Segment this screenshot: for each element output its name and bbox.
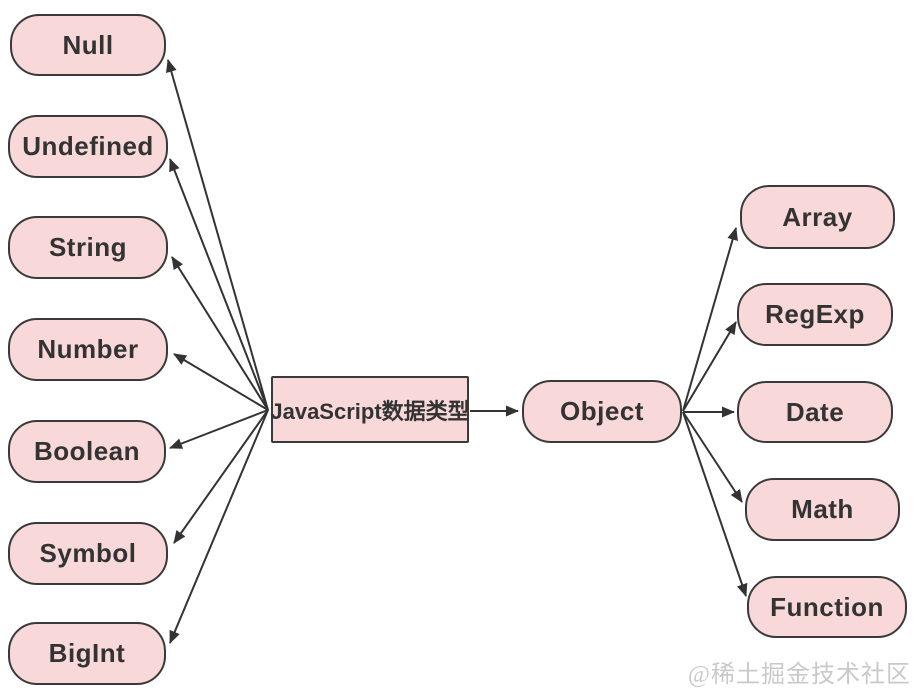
edge-object-regexp [682,321,737,412]
edge-object-function [682,411,748,597]
edge-root-bigint [169,409,269,644]
node-regexp: RegExp [737,283,893,346]
node-symbol: Symbol [8,522,168,585]
edge-root-boolean [169,409,269,449]
node-null: Null [10,14,166,76]
edge-object-array [682,227,738,412]
node-boolean: Boolean [8,420,166,483]
edge-root-undefined [169,158,269,411]
watermark: @稀土掘金技术社区 [687,662,911,688]
node-object: Object [522,380,682,443]
node-array: Array [740,185,895,249]
node-math: Math [745,478,900,541]
node-undefined: Undefined [8,115,168,178]
edge-root-string [171,256,269,411]
node-number: Number [8,318,168,381]
node-bigint: BigInt [8,622,166,685]
node-javascript-data-types: JavaScript数据类型 [270,376,470,443]
node-function: Function [747,576,907,638]
edge-root-number [173,353,269,411]
node-date: Date [737,381,893,443]
edge-root-null [166,59,269,411]
node-string: String [8,216,168,279]
edge-root-symbol [173,409,269,544]
edge-object-math [682,411,743,503]
